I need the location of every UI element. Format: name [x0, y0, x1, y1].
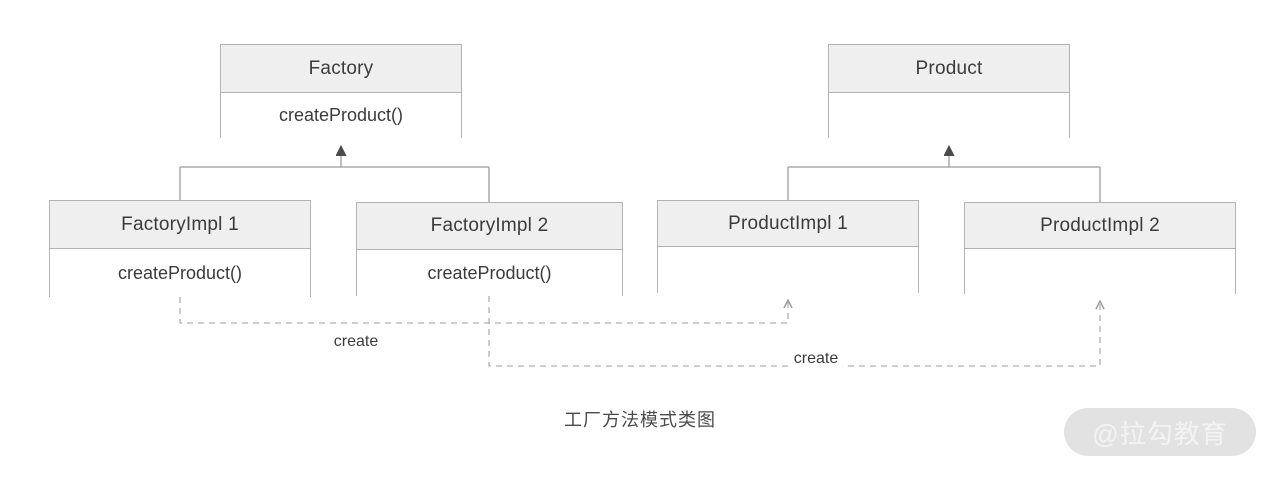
watermark-text: @拉勾教育	[1092, 418, 1228, 449]
diagram-caption: 工厂方法模式类图	[564, 410, 716, 430]
generalization-factory-tree	[179, 146, 490, 202]
class-box-factory-impl-1[interactable]: FactoryImpl 1 createProduct()	[49, 200, 311, 297]
watermark-badge: @拉勾教育	[1064, 408, 1256, 456]
dependency-create-1	[179, 297, 788, 324]
edge-label-create-1: create	[328, 333, 384, 351]
class-method-factory-impl-1: createProduct()	[50, 249, 310, 297]
class-method-product-impl-2	[965, 249, 1235, 294]
class-method-product	[829, 93, 1069, 138]
class-box-factory-impl-2[interactable]: FactoryImpl 2 createProduct()	[356, 202, 623, 296]
class-method-product-impl-1	[658, 247, 918, 293]
class-title-factory-impl-2: FactoryImpl 2	[357, 203, 622, 250]
generalization-product-tree	[787, 146, 1101, 202]
class-method-factory-impl-2: createProduct()	[357, 250, 622, 296]
class-title-factory-impl-1: FactoryImpl 1	[50, 201, 310, 249]
class-title-product-impl-1: ProductImpl 1	[658, 201, 918, 247]
class-title-product: Product	[829, 45, 1069, 93]
class-title-product-impl-2: ProductImpl 2	[965, 203, 1235, 249]
class-box-product-impl-2[interactable]: ProductImpl 2	[964, 202, 1236, 294]
class-title-factory: Factory	[221, 45, 461, 93]
edge-label-create-2: create	[788, 350, 844, 368]
class-box-product-impl-1[interactable]: ProductImpl 1	[657, 200, 919, 293]
class-box-product[interactable]: Product	[828, 44, 1070, 138]
class-method-factory: createProduct()	[221, 93, 461, 138]
class-box-factory[interactable]: Factory createProduct()	[220, 44, 462, 138]
